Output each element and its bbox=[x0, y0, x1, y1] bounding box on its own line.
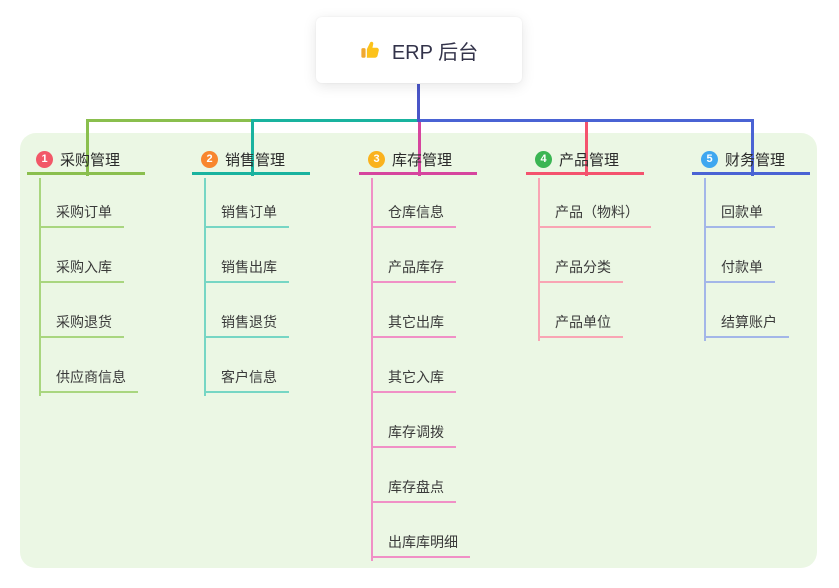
child-node[interactable]: 销售出库 bbox=[204, 255, 289, 283]
branch-trunk-line bbox=[371, 178, 373, 561]
child-node[interactable]: 回款单 bbox=[704, 200, 775, 228]
child-node[interactable]: 产品库存 bbox=[371, 255, 456, 283]
child-node[interactable]: 产品单位 bbox=[538, 310, 623, 338]
child-node[interactable]: 销售退货 bbox=[204, 310, 289, 338]
branch-label: 财务管理 bbox=[725, 152, 786, 169]
child-node[interactable]: 客户信息 bbox=[204, 365, 289, 393]
connector-line bbox=[417, 84, 420, 122]
connector-line bbox=[751, 119, 754, 176]
branch-number-badge: 1 bbox=[36, 151, 53, 168]
branch-trunk-line bbox=[204, 178, 206, 396]
child-node[interactable]: 产品分类 bbox=[538, 255, 623, 283]
branch-number-badge: 3 bbox=[368, 151, 385, 168]
connector-line bbox=[251, 119, 420, 122]
root-node[interactable]: ERP 后台 bbox=[316, 17, 522, 83]
child-node[interactable]: 结算账户 bbox=[704, 310, 789, 338]
branch-label: 销售管理 bbox=[225, 152, 286, 169]
child-node[interactable]: 出库库明细 bbox=[371, 530, 470, 558]
branch-node[interactable]: 3 库存管理 bbox=[359, 147, 477, 175]
branch-label: 采购管理 bbox=[60, 152, 121, 169]
branches-board bbox=[20, 133, 817, 568]
child-node[interactable]: 采购入库 bbox=[39, 255, 124, 283]
branch-number-badge: 4 bbox=[535, 151, 552, 168]
thumbs-up-icon bbox=[360, 39, 382, 61]
branch: 1 采购管理 采购订单采购入库采购退货供应商信息 bbox=[27, 147, 187, 396]
child-node[interactable]: 采购订单 bbox=[39, 200, 124, 228]
branch: 5 财务管理 回款单付款单结算账户 bbox=[692, 147, 839, 341]
branch-node[interactable]: 4 产品管理 bbox=[526, 147, 644, 175]
child-node[interactable]: 销售订单 bbox=[204, 200, 289, 228]
branch: 2 销售管理 销售订单销售出库销售退货客户信息 bbox=[192, 147, 352, 396]
branch: 3 库存管理 仓库信息产品库存其它出库其它入库库存调拨库存盘点出库库明细 bbox=[359, 147, 519, 561]
connector-line bbox=[417, 119, 754, 122]
root-node-label: ERP 后台 bbox=[391, 41, 479, 64]
child-node[interactable]: 其它入库 bbox=[371, 365, 456, 393]
branch-trunk-line bbox=[39, 178, 41, 396]
child-node[interactable]: 产品（物料） bbox=[538, 200, 651, 228]
connector-line bbox=[86, 119, 89, 176]
branch-label: 产品管理 bbox=[559, 152, 620, 169]
connector-line bbox=[418, 119, 421, 176]
child-node[interactable]: 付款单 bbox=[704, 255, 775, 283]
child-node[interactable]: 库存调拨 bbox=[371, 420, 456, 448]
branch-trunk-line bbox=[538, 178, 540, 341]
branch-node[interactable]: 1 采购管理 bbox=[27, 147, 145, 175]
child-node[interactable]: 其它出库 bbox=[371, 310, 456, 338]
child-node[interactable]: 仓库信息 bbox=[371, 200, 456, 228]
child-node[interactable]: 采购退货 bbox=[39, 310, 124, 338]
branch-number-badge: 2 bbox=[201, 151, 218, 168]
branch-number-badge: 5 bbox=[701, 151, 718, 168]
branch-node[interactable]: 2 销售管理 bbox=[192, 147, 310, 175]
branch-trunk-line bbox=[704, 178, 706, 341]
connector-line bbox=[251, 119, 254, 176]
child-node[interactable]: 库存盘点 bbox=[371, 475, 456, 503]
branch-label: 库存管理 bbox=[392, 152, 453, 169]
child-node[interactable]: 供应商信息 bbox=[39, 365, 138, 393]
branch-node[interactable]: 5 财务管理 bbox=[692, 147, 810, 175]
branch: 4 产品管理 产品（物料） 产品分类产品单位 bbox=[526, 147, 686, 341]
connector-line bbox=[585, 119, 588, 176]
